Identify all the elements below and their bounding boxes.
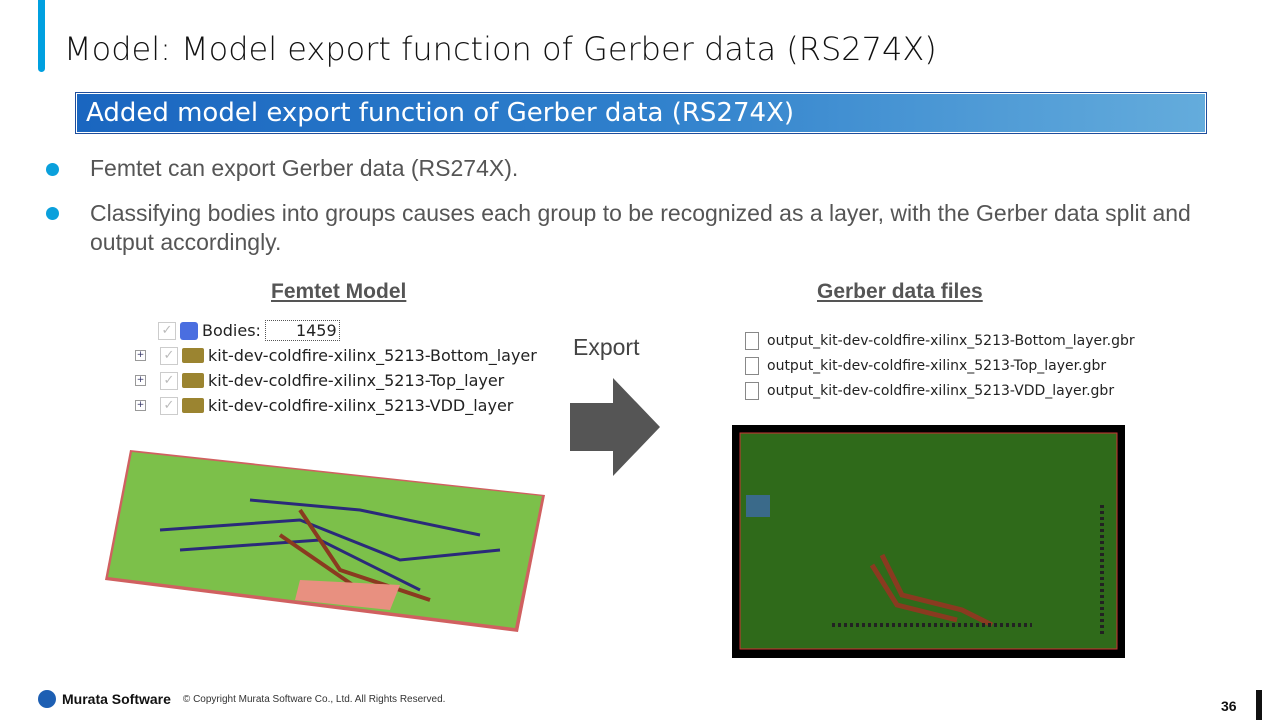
tree-row-group[interactable]: + ✓ kit-dev-coldfire-xilinx_5213-VDD_layer: [135, 393, 537, 418]
arrow-right-icon: [570, 378, 660, 476]
group-label: kit-dev-coldfire-xilinx_5213-Bottom_laye…: [208, 346, 537, 365]
bullet-dot: [46, 163, 59, 176]
file-name: output_kit-dev-coldfire-xilinx_5213-VDD_…: [767, 382, 1115, 399]
page-number: 36: [1221, 698, 1237, 714]
file-name: output_kit-dev-coldfire-xilinx_5213-Bott…: [767, 332, 1135, 349]
file-item[interactable]: output_kit-dev-coldfire-xilinx_5213-Bott…: [745, 328, 1135, 353]
slide-title: Model: Model export function of Gerber d…: [64, 30, 937, 68]
title-accent-bar: [38, 0, 45, 72]
checkbox[interactable]: ✓: [160, 346, 178, 365]
bullet-1: Femtet can export Gerber data (RS274X).: [90, 155, 519, 181]
pcb-3d-model-image: [105, 450, 545, 632]
checkbox[interactable]: ✓: [160, 396, 178, 415]
brand-name: Murata Software: [62, 691, 171, 707]
folder-icon: [182, 348, 204, 363]
file-icon: [745, 356, 759, 375]
copyright: © Copyright Murata Software Co., Ltd. Al…: [182, 693, 446, 705]
banner-text: Added model export function of Gerber da…: [86, 98, 795, 128]
murata-logo-icon: [38, 690, 56, 708]
bullet-2: Classifying bodies into groups causes ea…: [90, 200, 1191, 255]
gerber-preview-image: [732, 425, 1125, 658]
checkbox[interactable]: ✓: [158, 321, 176, 340]
bodies-icon: [180, 321, 198, 340]
expand-icon[interactable]: +: [135, 350, 146, 361]
file-icon: [745, 381, 759, 400]
checkbox[interactable]: ✓: [160, 371, 178, 390]
tree-row-group[interactable]: + ✓ kit-dev-coldfire-xilinx_5213-Top_layer: [135, 368, 537, 393]
file-item[interactable]: output_kit-dev-coldfire-xilinx_5213-Top_…: [745, 353, 1135, 378]
expand-icon[interactable]: +: [135, 375, 146, 386]
expand-icon[interactable]: +: [135, 400, 146, 411]
banner: Added model export function of Gerber da…: [75, 92, 1207, 134]
group-label: kit-dev-coldfire-xilinx_5213-VDD_layer: [208, 396, 514, 415]
file-list: output_kit-dev-coldfire-xilinx_5213-Bott…: [745, 328, 1135, 403]
folder-icon: [182, 398, 204, 413]
body-tree: ✓ Bodies: 1459 + ✓ kit-dev-coldfire-xilinx…: [135, 318, 537, 418]
bodies-count: 1459: [264, 320, 340, 341]
bullet-dot: [46, 207, 59, 220]
tree-row-bodies[interactable]: ✓ Bodies: 1459: [135, 318, 537, 343]
file-name: output_kit-dev-coldfire-xilinx_5213-Top_…: [767, 357, 1107, 374]
group-label: kit-dev-coldfire-xilinx_5213-Top_layer: [208, 371, 505, 390]
file-item[interactable]: output_kit-dev-coldfire-xilinx_5213-VDD_…: [745, 378, 1135, 403]
gerber-files-heading: Gerber data files: [817, 280, 983, 303]
tree-row-group[interactable]: + ✓ kit-dev-coldfire-xilinx_5213-Bottom_la…: [135, 343, 537, 368]
femtet-model-heading: Femtet Model: [271, 280, 407, 303]
page-bar: [1256, 690, 1262, 720]
export-label: Export: [573, 334, 640, 360]
bodies-label: Bodies:: [202, 321, 261, 340]
footer: Murata Software © Copyright Murata Softw…: [38, 690, 445, 708]
folder-icon: [182, 373, 204, 388]
file-icon: [745, 331, 759, 350]
